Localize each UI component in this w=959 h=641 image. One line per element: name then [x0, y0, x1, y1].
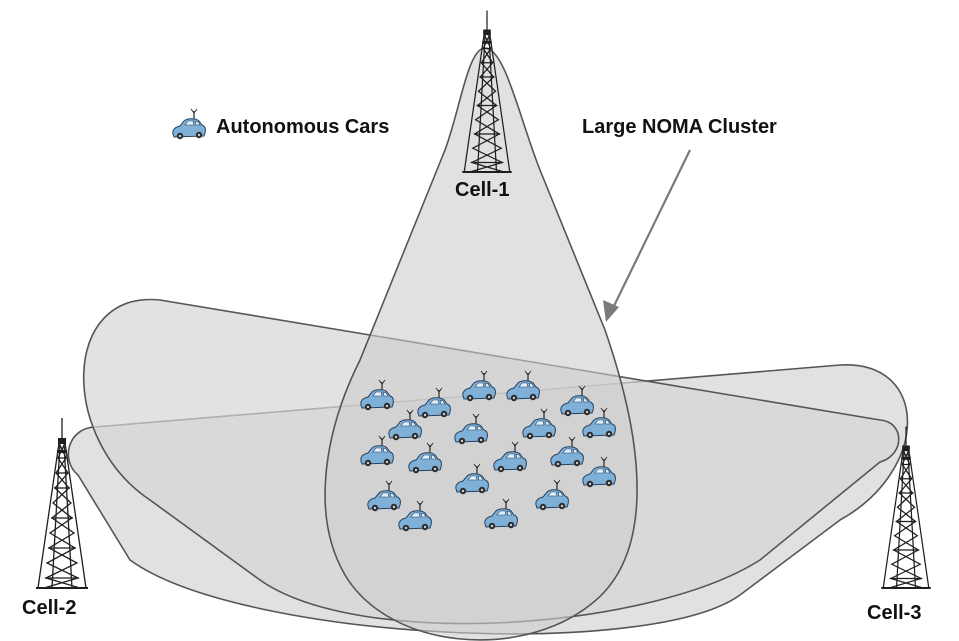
cluster-label: Large NOMA Cluster: [582, 116, 777, 138]
legend-car-icon: [172, 108, 207, 140]
cell3-label: Cell-3: [867, 602, 921, 624]
cell2-label: Cell-2: [22, 597, 76, 619]
cell1-label: Cell-1: [455, 179, 509, 201]
legend-label: Autonomous Cars: [216, 116, 389, 138]
cluster-arrow: [603, 149, 691, 322]
